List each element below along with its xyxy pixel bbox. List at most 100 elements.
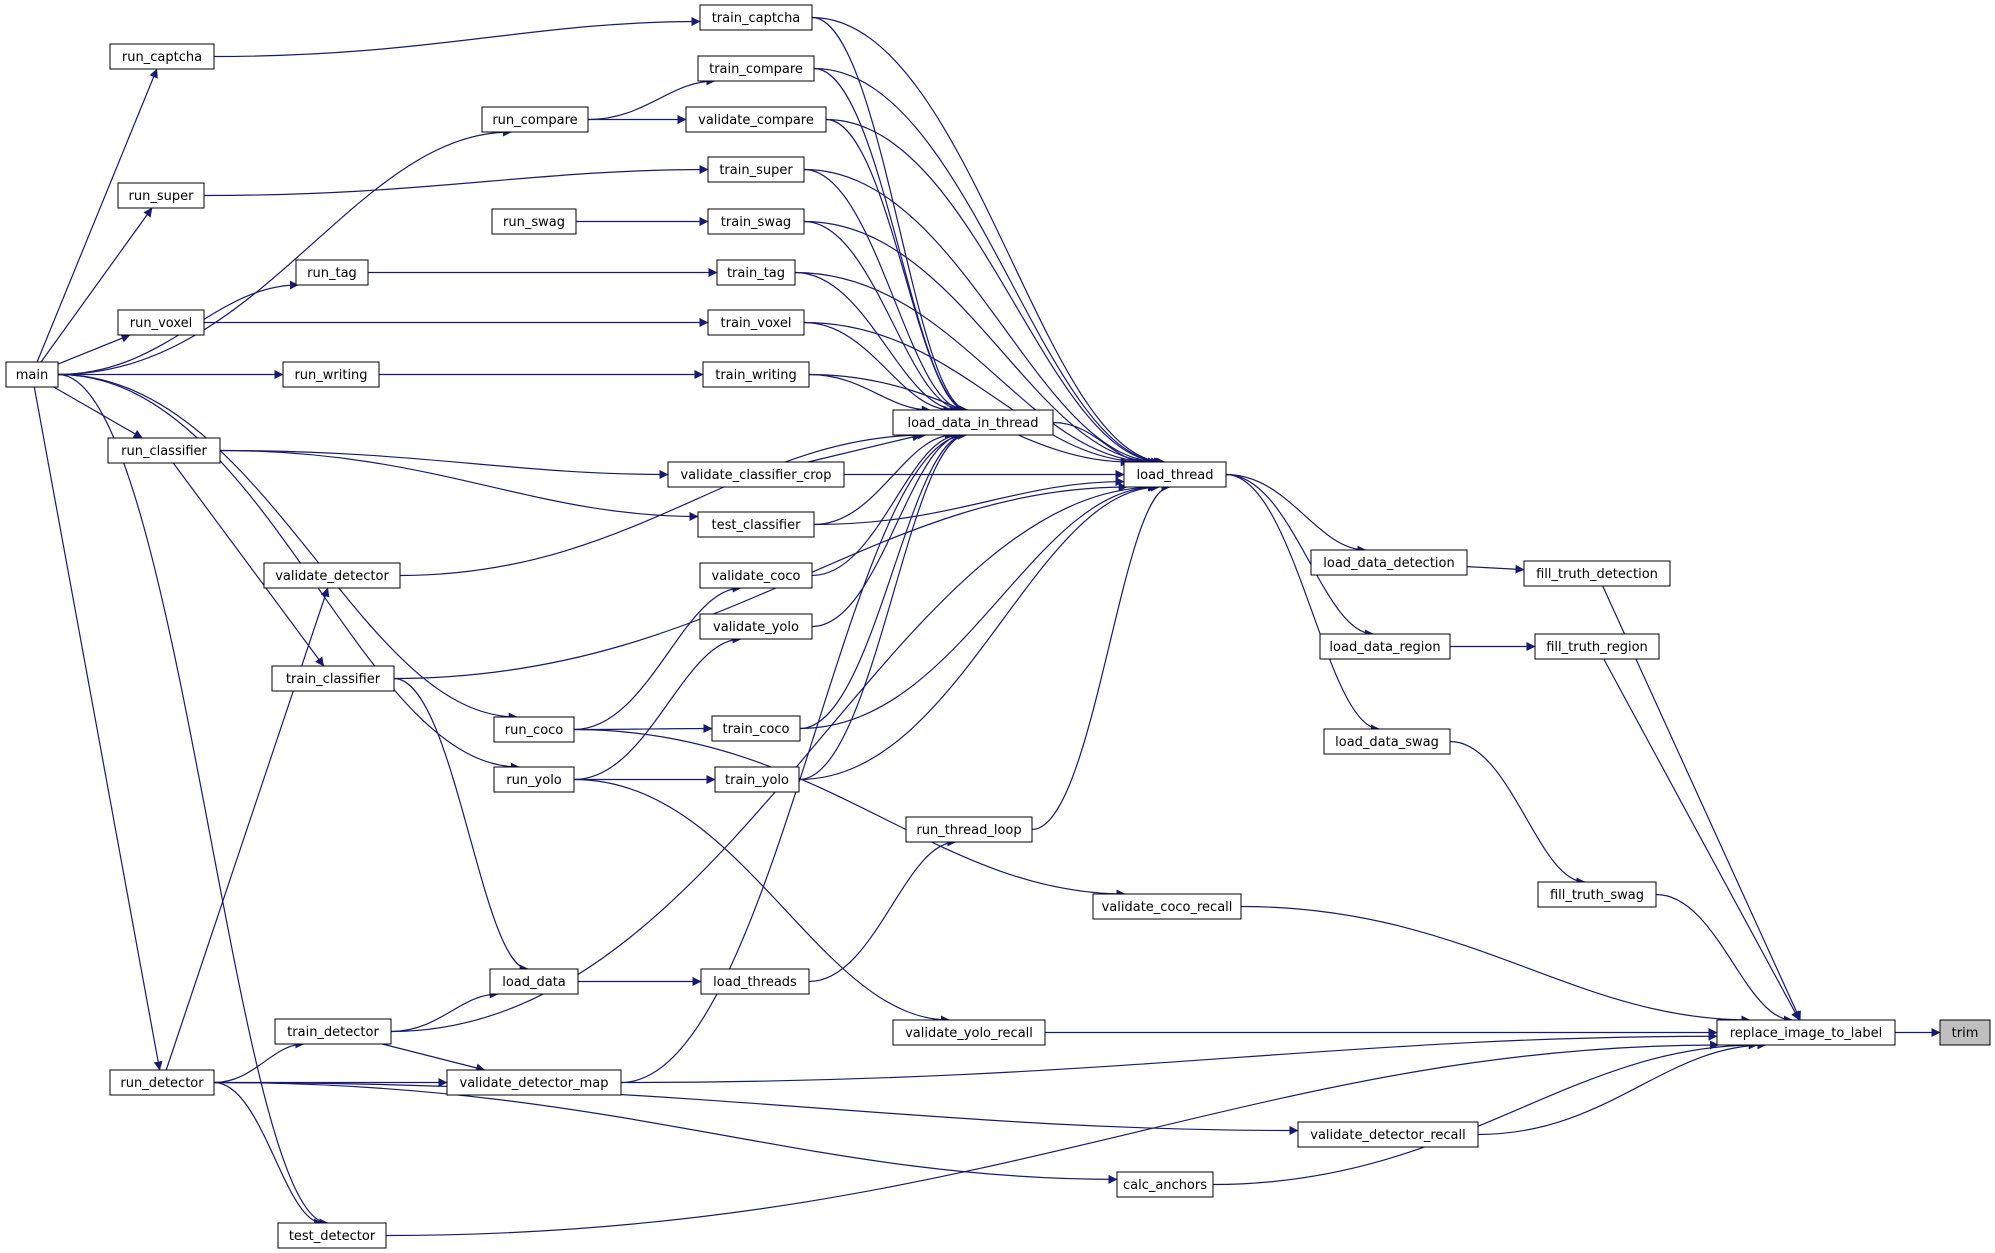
- node-replace_image_to_label[interactable]: replace_image_to_label: [1716, 1019, 1896, 1046]
- node-run_classifier[interactable]: run_classifier: [107, 437, 221, 464]
- node-box: [1716, 1019, 1896, 1046]
- node-box: [711, 715, 801, 742]
- node-validate_detector_map[interactable]: validate_detector_map: [446, 1069, 622, 1096]
- node-run_yolo[interactable]: run_yolo: [493, 766, 575, 793]
- node-box: [446, 1069, 622, 1096]
- node-box: [1092, 893, 1242, 920]
- edge-main-to-run_compare: [57, 127, 513, 376]
- node-label: run_writing: [294, 368, 367, 383]
- node-validate_compare[interactable]: validate_compare: [685, 106, 827, 133]
- edge-train_tag-to-load_thread: [794, 271, 1152, 467]
- edge-run_coco-to-validate_coco_recall: [573, 728, 1126, 899]
- node-calc_anchors[interactable]: calc_anchors: [1116, 1171, 1214, 1198]
- edges-layer: [33, 16, 1941, 1237]
- node-test_detector[interactable]: test_detector: [277, 1222, 387, 1249]
- edge-load_threads-to-run_thread_loop: [808, 837, 957, 983]
- node-label: train_classifier: [286, 672, 381, 687]
- node-label: fill_truth_detection: [1536, 567, 1658, 582]
- node-label: load_data_region: [1329, 640, 1440, 655]
- node-load_data_detection[interactable]: load_data_detection: [1310, 549, 1468, 576]
- node-load_data[interactable]: load_data: [489, 968, 579, 995]
- node-validate_detector_recall[interactable]: validate_detector_recall: [1297, 1121, 1479, 1148]
- node-run_thread_loop[interactable]: run_thread_loop: [905, 816, 1033, 843]
- edge-train_yolo-to-load_thread: [798, 482, 1161, 781]
- node-label: run_classifier: [121, 444, 207, 459]
- node-train_yolo[interactable]: train_yolo: [714, 766, 800, 793]
- node-box: [277, 1222, 387, 1249]
- node-run_detector[interactable]: run_detector: [109, 1069, 215, 1096]
- node-label: load_data_detection: [1323, 556, 1454, 571]
- node-fill_truth_swag[interactable]: fill_truth_swag: [1537, 881, 1657, 908]
- node-box: [481, 106, 589, 133]
- edge-validate_classifier_crop-to-load_data_in_thread: [808, 432, 922, 463]
- node-run_voxel[interactable]: run_voxel: [117, 309, 205, 336]
- node-box: [1523, 560, 1671, 587]
- node-run_swag[interactable]: run_swag: [491, 208, 577, 235]
- node-box: [699, 613, 813, 640]
- node-fill_truth_detection[interactable]: fill_truth_detection: [1523, 560, 1671, 587]
- node-run_compare[interactable]: run_compare: [481, 106, 589, 133]
- node-load_data_region[interactable]: load_data_region: [1319, 633, 1451, 660]
- node-label: trim: [1952, 1026, 1979, 1041]
- edge-validate_compare-to-load_thread: [825, 118, 1164, 467]
- node-validate_coco[interactable]: validate_coco: [699, 562, 813, 589]
- edge-train_detector-to-load_thread: [390, 482, 1158, 1033]
- node-box: [697, 55, 815, 82]
- node-train_classifier[interactable]: train_classifier: [271, 665, 395, 692]
- edge-main-to-run_classifier: [53, 386, 143, 439]
- node-train_compare[interactable]: train_compare: [697, 55, 815, 82]
- node-box: [271, 665, 395, 692]
- node-train_coco[interactable]: train_coco: [711, 715, 801, 742]
- node-train_detector[interactable]: train_detector: [274, 1018, 392, 1045]
- edge-run_classifier-to-test_classifier: [219, 449, 699, 521]
- node-run_super[interactable]: run_super: [117, 182, 205, 209]
- node-trim[interactable]: trim: [1939, 1019, 1991, 1046]
- node-label: train_yolo: [725, 773, 789, 788]
- node-load_data_swag[interactable]: load_data_swag: [1323, 728, 1451, 755]
- node-validate_detector[interactable]: validate_detector: [263, 562, 401, 589]
- edge-train_detector-to-validate_detector_map: [382, 1043, 486, 1073]
- edge-main-to-test_detector: [57, 373, 329, 1228]
- node-label: validate_detector_recall: [1310, 1128, 1465, 1143]
- node-main[interactable]: main: [5, 361, 59, 388]
- edge-load_data_in_thread-to-load_thread: [1052, 421, 1147, 467]
- nodes-layer: main run_captcha run_compare run_super run_s…: [5, 4, 1991, 1249]
- node-label: load_data: [502, 975, 566, 990]
- node-load_thread[interactable]: load_thread: [1123, 461, 1227, 488]
- node-train_tag[interactable]: train_tag: [716, 259, 796, 286]
- node-run_captcha[interactable]: run_captcha: [109, 43, 215, 70]
- node-box: [1537, 881, 1657, 908]
- node-label: main: [16, 368, 48, 383]
- node-train_voxel[interactable]: train_voxel: [707, 309, 805, 336]
- node-train_super[interactable]: train_super: [707, 156, 805, 183]
- edge-train_super-to-load_data_in_thread: [803, 168, 966, 415]
- node-run_writing[interactable]: run_writing: [282, 361, 380, 388]
- node-load_data_in_thread[interactable]: load_data_in_thread: [892, 409, 1054, 436]
- node-box: [107, 437, 221, 464]
- node-validate_classifier_crop[interactable]: validate_classifier_crop: [667, 461, 845, 488]
- node-box: [707, 309, 805, 336]
- edge-train_voxel-to-load_data_in_thread: [803, 321, 953, 415]
- node-validate_coco_recall[interactable]: validate_coco_recall: [1092, 893, 1242, 920]
- node-box: [714, 766, 800, 793]
- node-box: [274, 1018, 392, 1045]
- node-test_classifier[interactable]: test_classifier: [697, 511, 815, 538]
- edge-run_yolo-to-validate_yolo_recall: [573, 778, 950, 1025]
- edge-train_swag-to-load_thread: [803, 220, 1158, 467]
- node-train_captcha[interactable]: train_captcha: [699, 4, 813, 31]
- node-label: run_tag: [307, 266, 357, 281]
- node-fill_truth_region[interactable]: fill_truth_region: [1534, 633, 1660, 660]
- node-label: train_swag: [721, 215, 791, 230]
- edge-run_detector-to-test_detector: [213, 1081, 323, 1228]
- edge-run_detector-to-train_detector: [213, 1039, 305, 1084]
- node-box: [1323, 728, 1451, 755]
- node-run_coco[interactable]: run_coco: [493, 716, 575, 743]
- node-train_swag[interactable]: train_swag: [707, 208, 805, 235]
- node-validate_yolo[interactable]: validate_yolo: [699, 613, 813, 640]
- node-load_threads[interactable]: load_threads: [700, 968, 810, 995]
- edge-validate_detector_map-to-load_data_in_thread: [620, 430, 967, 1084]
- node-train_writing[interactable]: train_writing: [702, 361, 810, 388]
- node-run_tag[interactable]: run_tag: [295, 259, 369, 286]
- node-validate_yolo_recall[interactable]: validate_yolo_recall: [892, 1019, 1046, 1046]
- node-label: load_threads: [713, 975, 797, 990]
